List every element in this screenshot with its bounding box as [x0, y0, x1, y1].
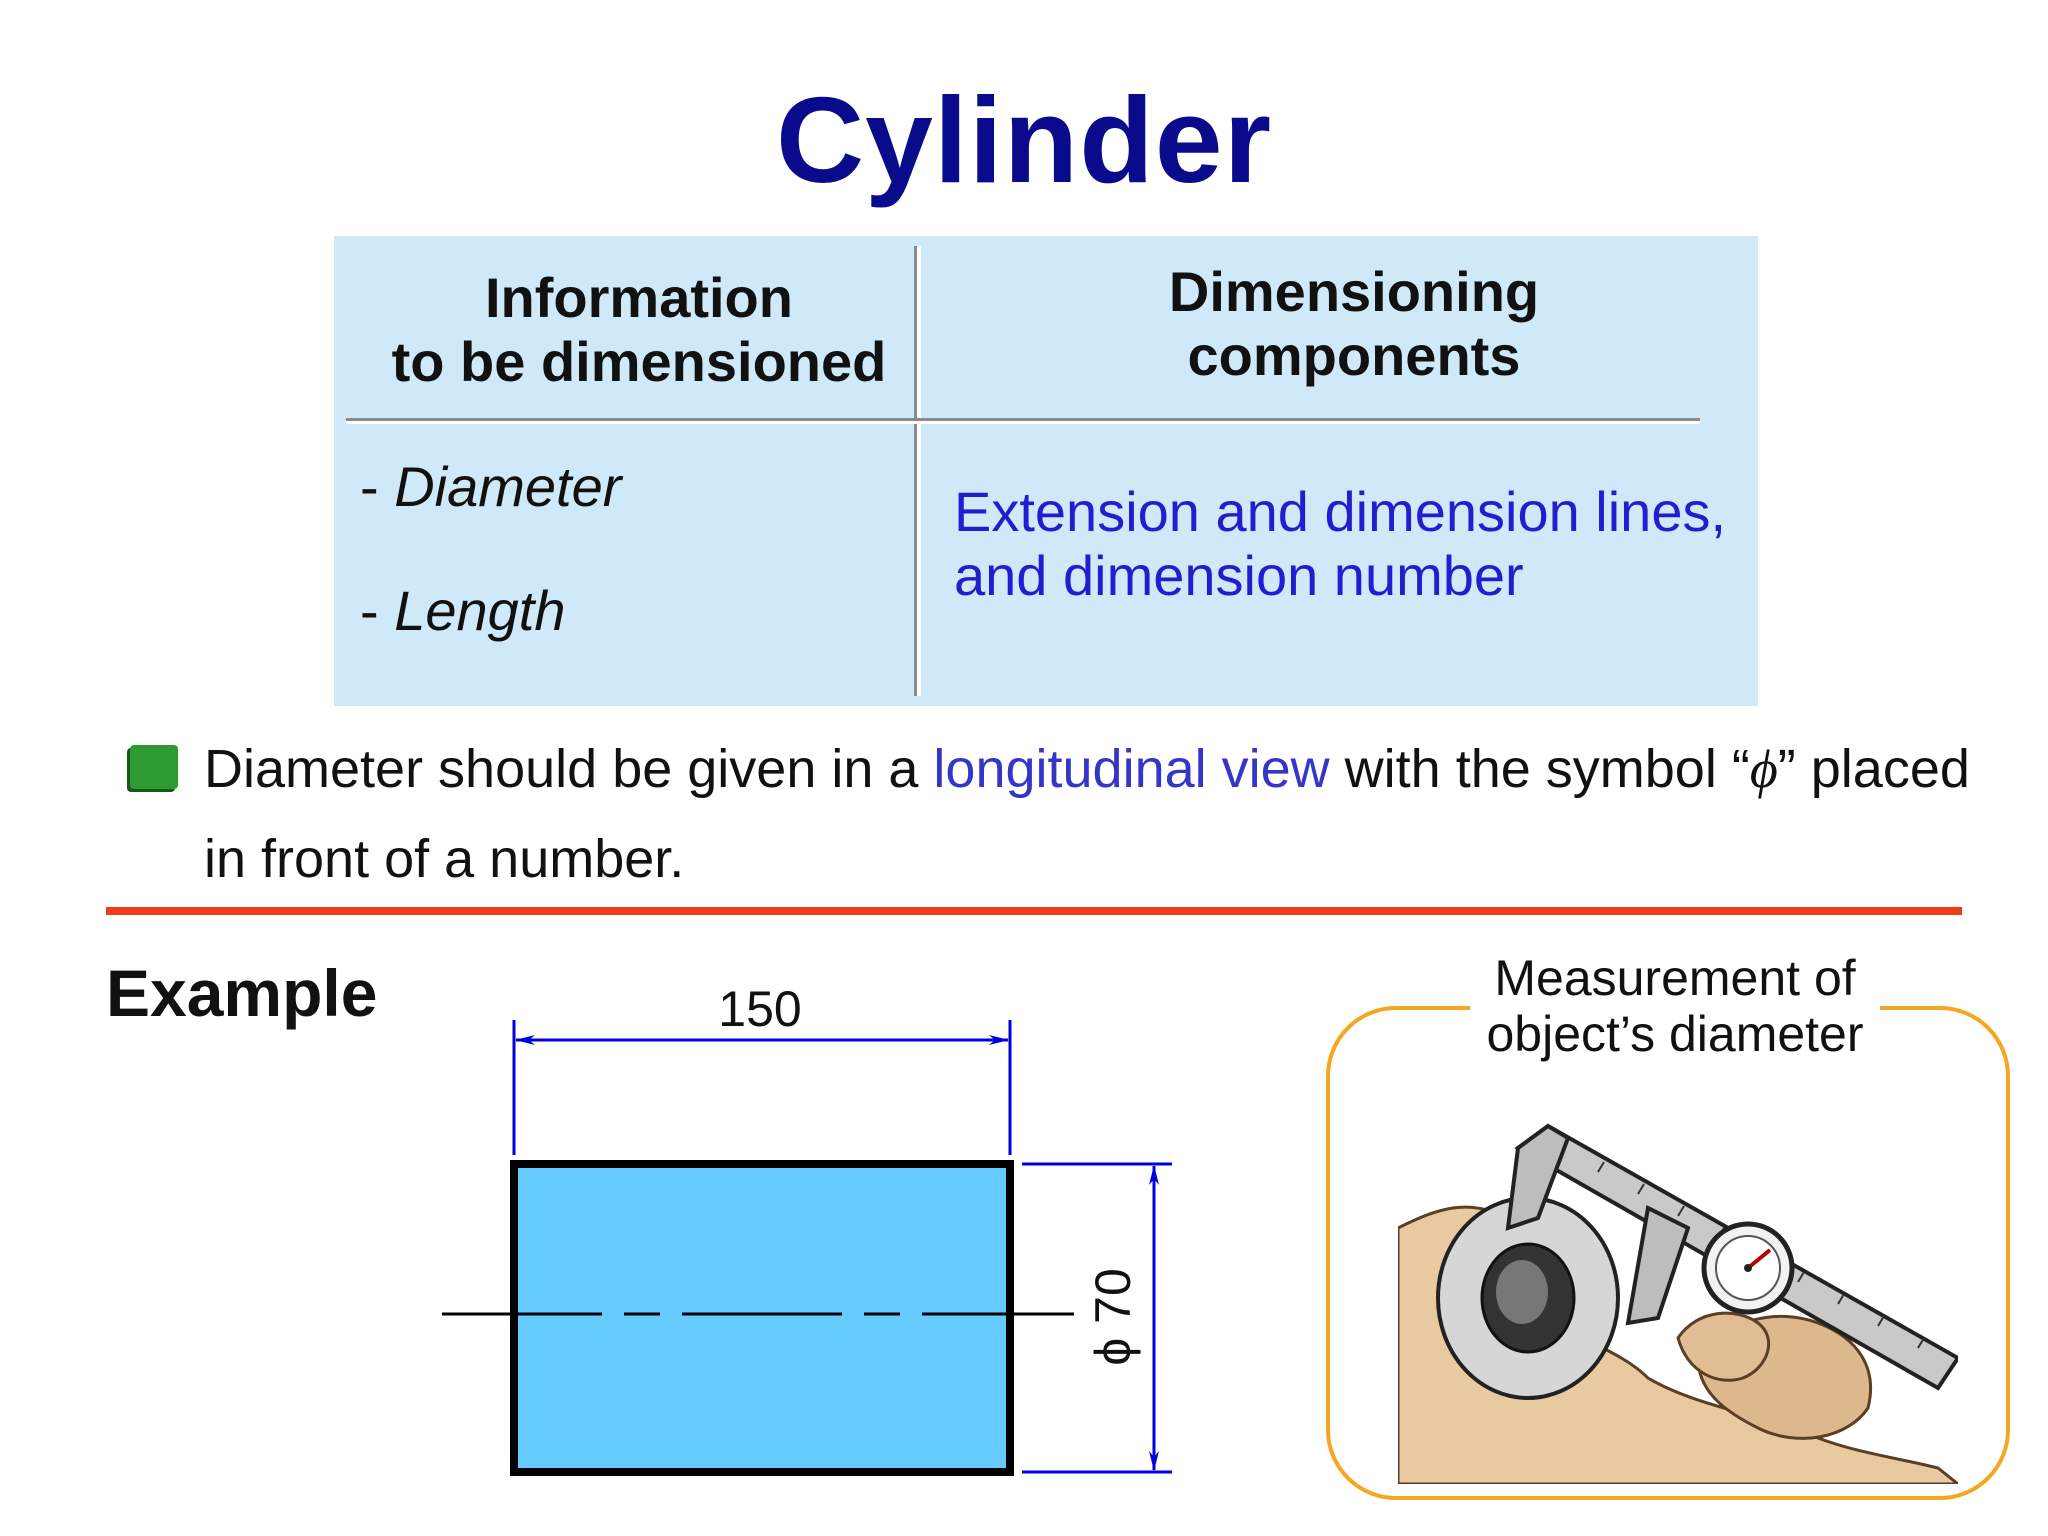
info-item-diameter: - Diameter [360, 454, 621, 519]
caliper-jaw-sliding [1625, 1205, 1691, 1326]
longitudinal-view-highlight: longitudinal view [933, 739, 1330, 799]
cylinder-drawing: 150 ϕ 70 [442, 990, 1172, 1476]
table-header-components-line1: Dimensioning [1168, 260, 1540, 323]
table-header-components-line2: components [1187, 324, 1521, 387]
slide-title: Cylinder [775, 72, 1273, 208]
table-header-information-line1: Information [485, 266, 793, 329]
table-header-information-line2: to be dimensioned [391, 330, 887, 393]
length-dimension-label: 150 [718, 990, 801, 1037]
bullet-text-part2: with the symbol “ [1329, 739, 1750, 799]
diameter-dimension-label: ϕ 70 [1085, 1268, 1141, 1366]
info-item-term: Diameter [394, 455, 622, 518]
section-divider [106, 907, 1962, 915]
dimensioning-components-text: Extension and dimension lines, and dimen… [954, 480, 1754, 608]
table-header-information: Information to be dimensioned [354, 266, 924, 394]
dimension-info-table: Information to be dimensioned Dimensioni… [334, 236, 1758, 706]
info-item-dash: - [360, 579, 395, 642]
phi-symbol: ϕ [1749, 739, 1778, 799]
diameter-rule-text: Diameter should be given in a longitudin… [204, 724, 1984, 904]
components-line2: and dimension number [954, 544, 1524, 607]
green-square-bullet-icon [130, 745, 178, 789]
table-header-components: Dimensioning components [914, 260, 1794, 388]
table-column-divider [914, 246, 921, 696]
bullet-text-part1: Diameter should be given in a [204, 739, 934, 799]
caliper-measurement-illustration [1398, 1108, 1958, 1484]
photo-caption-line2: object’s diameter [1486, 1006, 1864, 1062]
caliper-jaw-fixed [1505, 1123, 1571, 1231]
photo-caption-line1: Measurement of [1494, 950, 1856, 1006]
example-label: Example [106, 956, 378, 1030]
info-item-dash: - [360, 455, 395, 518]
cylinder-view-rectangle [510, 1160, 1014, 1476]
table-header-divider [346, 418, 1700, 424]
photo-caption: Measurement of object’s diameter [1470, 950, 1880, 1062]
info-item-term: Length [394, 579, 566, 642]
info-item-length: - Length [360, 578, 566, 643]
components-line1: Extension and dimension lines, [954, 480, 1727, 543]
bullet-text-part3: ” placed in front of a number. [204, 739, 1970, 889]
